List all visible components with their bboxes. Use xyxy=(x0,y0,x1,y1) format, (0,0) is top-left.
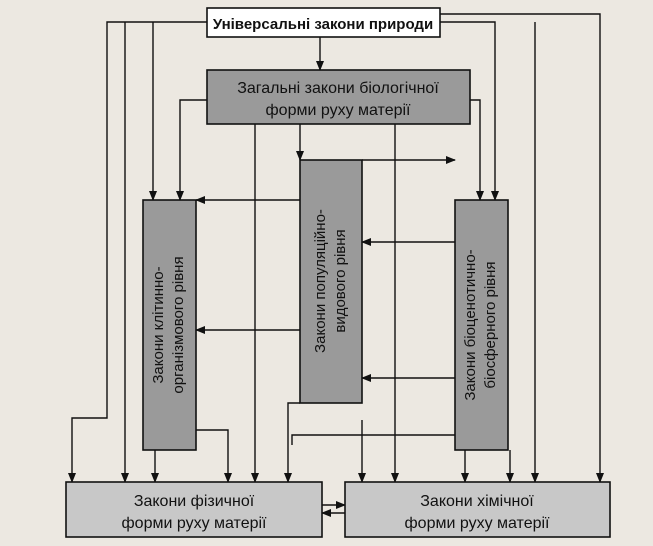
node-population-species-line2: видового рівня xyxy=(332,229,349,332)
arrow-cell-to-physical xyxy=(196,429,232,483)
arrow-universal-to-physical-outer xyxy=(68,21,207,483)
node-general-bio-laws: Загальні закони біологічної форми руху м… xyxy=(206,69,471,125)
node-physical-line2: форми руху матерії xyxy=(122,515,268,532)
node-population-species-laws: Закони популяційно- видового рівня xyxy=(299,159,363,404)
node-biocenotic-line2: біосферного рівня xyxy=(482,261,499,388)
node-universal-laws: Універсальні закони природи xyxy=(206,7,441,38)
node-physical-laws: Закони фізичної форми руху матерії xyxy=(65,481,323,538)
node-cell-organism-line1: Закони клітинно- xyxy=(150,266,167,383)
node-biocenotic-laws: Закони біоценотично- біосферного рівня xyxy=(454,199,509,451)
node-biocenotic-line1: Закони біоценотично- xyxy=(462,249,479,400)
node-cell-organism-line2: організмового рівня xyxy=(170,256,187,393)
node-universal-label: Універсальні закони природи xyxy=(213,16,433,33)
connectors xyxy=(68,13,604,517)
arrow-general-to-biocenotic xyxy=(470,99,484,201)
node-physical-line1: Закони фізичної xyxy=(134,493,255,510)
node-general-bio-line1: Загальні закони біологічної xyxy=(237,80,439,97)
arrow-general-to-cell xyxy=(176,99,207,201)
arrow-universal-to-biocenotic xyxy=(440,21,499,201)
arrow-universal-to-chemical-outer xyxy=(440,13,604,483)
node-chemical-line2: форми руху матерії xyxy=(405,515,551,532)
node-cell-organism-laws: Закони клітинно- організмового рівня xyxy=(142,199,197,451)
node-chemical-laws: Закони хімічної форми руху матерії xyxy=(344,481,611,538)
link-biocenotic-to-physical xyxy=(291,434,455,445)
node-chemical-line1: Закони хімічної xyxy=(420,493,534,510)
node-general-bio-line2: форми руху матерії xyxy=(266,102,412,119)
node-population-species-line1: Закони популяційно- xyxy=(312,209,329,353)
arrow-population-to-physical xyxy=(284,402,300,483)
